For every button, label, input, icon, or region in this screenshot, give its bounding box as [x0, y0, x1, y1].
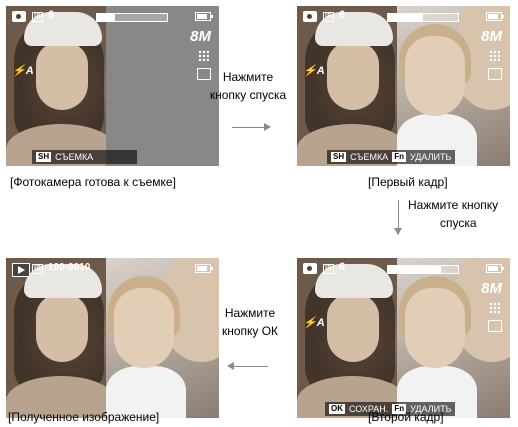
- photo-child-face: [405, 288, 465, 368]
- arrow-down: [394, 200, 402, 235]
- image-size: 8M: [481, 280, 502, 297]
- sh-key[interactable]: SH: [36, 152, 52, 162]
- delete-label: УДАЛИТЬ: [409, 152, 452, 162]
- progress-fill: [388, 14, 423, 21]
- instruction-line: Нажмите: [222, 70, 274, 84]
- photo-left-half: [6, 6, 116, 166]
- photo-child-face: [114, 288, 174, 368]
- photo-child-body: [106, 366, 186, 418]
- photo-child-face: [405, 36, 465, 116]
- caption-first: [Первый кадр]: [368, 175, 448, 189]
- caption-ready: [Фотокамера готова к съемке]: [10, 175, 176, 189]
- is-badge: IS: [32, 12, 43, 22]
- button-bar: SH СЪЕМКА: [32, 150, 138, 164]
- is-badge: IS: [323, 264, 334, 274]
- panel-result: IS 100-0010: [6, 258, 219, 418]
- is-badge: IS: [32, 264, 43, 274]
- photo-face: [327, 294, 379, 362]
- sh-key[interactable]: SH: [331, 152, 347, 162]
- shoot-label: СЪЕМКА: [55, 152, 94, 162]
- image-size: 8M: [190, 28, 211, 45]
- arrow-left: [227, 362, 268, 370]
- progress-bar: [387, 13, 459, 22]
- photo-hat: [24, 264, 102, 298]
- fn-key[interactable]: Fn: [392, 404, 407, 414]
- camera-icon: [303, 263, 317, 274]
- photo-right-half: [106, 258, 219, 418]
- ok-key[interactable]: OK: [329, 404, 345, 414]
- progress-bar: [96, 13, 168, 22]
- battery-icon: [486, 12, 504, 21]
- arrow-right: [232, 123, 271, 131]
- photo-face: [36, 294, 88, 362]
- panel-ready: IS 6 8M ⚡A SH СЪЕМКА: [6, 6, 219, 166]
- delete-label: УДАЛИТЬ: [410, 404, 452, 414]
- save-label: СОХРАН.: [349, 404, 389, 414]
- frame-icon: [488, 68, 502, 80]
- camera-icon: [303, 11, 317, 22]
- is-badge: IS: [323, 12, 334, 22]
- photo-left-half: [297, 6, 407, 166]
- image-size: 8M: [481, 28, 502, 45]
- instruction-shutter-2: Нажмите кнопку спуска: [408, 196, 516, 232]
- instruction-line: Нажмите: [224, 306, 276, 320]
- caption-second: [Второй кадр]: [368, 410, 444, 424]
- quality-icon: [489, 50, 500, 61]
- instruction-line: кнопку ОК: [221, 324, 279, 338]
- quality-icon: [489, 302, 500, 313]
- play-icon: [12, 263, 30, 277]
- photo-shoulder: [6, 376, 116, 418]
- frame-icon: [197, 68, 211, 80]
- photo-right-half: [397, 258, 510, 418]
- panel-first: IS 6 8M ⚡A SH СЪЕМКА Fn УДАЛИТЬ: [297, 6, 510, 166]
- photo-face: [36, 42, 88, 110]
- caption-result: [Полученное изображение]: [8, 410, 160, 424]
- instruction-ok: Нажмите кнопку ОК: [205, 304, 295, 340]
- battery-icon: [195, 12, 213, 21]
- button-bar: OK СОХРАН. Fn УДАЛИТЬ: [325, 402, 456, 416]
- instruction-line: спуска: [440, 216, 477, 230]
- empty-half: [106, 6, 219, 166]
- quality-icon: [198, 50, 209, 61]
- shoot-label: СЪЕМКА: [350, 152, 389, 162]
- instruction-line: Нажмите кнопку: [408, 198, 499, 212]
- battery-icon: [486, 264, 504, 273]
- battery-icon: [195, 264, 213, 273]
- photo-hat: [315, 264, 393, 298]
- camera-icon: [12, 11, 26, 22]
- panel-second: IS 6 8M ⚡A OK СОХРАН. Fn УДАЛИТЬ: [297, 258, 510, 418]
- photo-hat: [315, 12, 393, 46]
- shots-remaining: 6: [339, 261, 346, 273]
- photo-left-half: [297, 258, 407, 418]
- progress-fill: [388, 266, 441, 273]
- flash-icon: ⚡A: [303, 317, 325, 329]
- photo-left-half: [6, 258, 116, 418]
- button-bar: SH СЪЕМКА Fn УДАЛИТЬ: [327, 150, 456, 164]
- photo-hat: [24, 12, 102, 46]
- flash-icon: ⚡A: [303, 65, 325, 77]
- photo-face: [327, 42, 379, 110]
- progress-bar: [387, 265, 459, 274]
- file-number: 100-0010: [48, 262, 91, 273]
- fn-key[interactable]: Fn: [392, 152, 406, 162]
- shots-remaining: 6: [48, 9, 55, 21]
- progress-fill: [97, 14, 115, 21]
- shots-remaining: 6: [339, 9, 346, 21]
- frame-icon: [488, 320, 502, 332]
- instruction-shutter-1: Нажмите кнопку спуска: [198, 68, 298, 104]
- flash-icon: ⚡A: [12, 65, 34, 77]
- instruction-line: кнопку спуска: [209, 88, 287, 102]
